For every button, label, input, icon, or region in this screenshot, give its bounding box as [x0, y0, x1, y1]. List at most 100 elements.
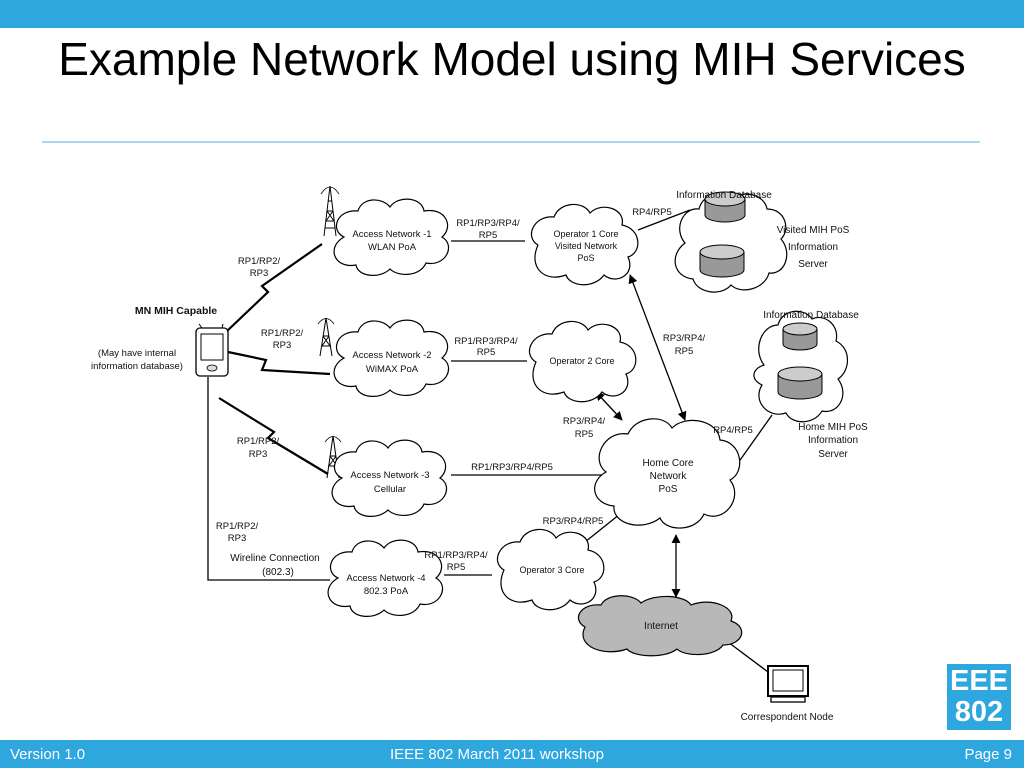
wireless-link-1 [225, 243, 323, 333]
link-internet-cn [727, 641, 769, 673]
cloud-shape [333, 198, 449, 276]
top-accent-bar [0, 0, 1024, 28]
operator-1-line1: Operator 1 Core [553, 229, 618, 239]
home-server-line3: Server [818, 449, 848, 460]
mn-note-line2: information database) [91, 361, 183, 372]
home-server-line2: Information [808, 435, 858, 446]
operator-2-core-cloud: Operator 2 Core [529, 320, 637, 403]
access-network-2-line1: Access Network -2 [352, 350, 431, 361]
label-an4-op3-line1: RP1/RP3/RP4/ [424, 550, 488, 561]
mn-note-line1: (May have internal [98, 348, 176, 359]
label-an2-op2-line2: RP5 [477, 347, 495, 358]
cloud-shape [529, 320, 637, 403]
home-db-label: Information Database [763, 310, 859, 321]
label-op2-home-line2: RP5 [575, 429, 593, 440]
visited-server-line3: Server [798, 259, 828, 270]
operator-1-line2: Visited Network [555, 241, 618, 251]
label-home-hdb: RP4/RP5 [713, 425, 753, 436]
label-mn-an3-line2: RP3 [249, 449, 267, 460]
label-mn-an2-line1: RP1/RP2/ [261, 328, 304, 339]
label-op3-home: RP3/RP4/RP5 [543, 516, 604, 527]
wireline-line1: Wireline Connection [230, 553, 320, 564]
operator-2-line1: Operator 2 Core [549, 356, 614, 366]
cloud-shape [333, 319, 449, 397]
access-network-4-cloud: Access Network -4 802.3 PoA [327, 539, 443, 617]
home-core-line3: PoS [659, 484, 678, 495]
visited-server-line1: Visited MIH PoS [777, 225, 850, 236]
internet-label: Internet [644, 621, 678, 632]
label-mn-an1-line2: RP3 [250, 268, 268, 279]
title-divider [42, 141, 980, 143]
home-core-line1: Home Core [642, 458, 694, 469]
cloud-shape [594, 418, 741, 529]
access-network-3-cloud: Access Network -3 Cellular [331, 439, 447, 517]
link-wireline [207, 377, 330, 581]
visited-db-label: Information Database [676, 190, 772, 201]
operator-1-core-cloud: Operator 1 Core Visited Network PoS [531, 203, 639, 286]
access-network-4-line2: 802.3 PoA [364, 586, 409, 597]
cloud-shape [327, 539, 443, 617]
cloud-shape [497, 528, 605, 611]
wireless-link-3 [218, 397, 329, 475]
label-mn-an1-line1: RP1/RP2/ [238, 256, 281, 267]
label-op1-home-line1: RP3/RP4/ [663, 333, 706, 344]
label-mn-an2-line2: RP3 [273, 340, 291, 351]
label-an2-op2-line1: RP1/RP3/RP4/ [454, 336, 518, 347]
logo-line-1: EEE [949, 665, 1009, 697]
operator-1-line3: PoS [577, 253, 594, 263]
footer-version: Version 1.0 [10, 746, 86, 763]
internet-cloud: Internet [578, 595, 743, 657]
label-op2-home-line1: RP3/RP4/ [563, 416, 606, 427]
label-an1-op1-line2: RP5 [479, 230, 497, 241]
wireline-line2: (802.3) [262, 567, 294, 578]
label-mn-an3-line1: RP1/RP2/ [237, 436, 280, 447]
cloud-shape [331, 439, 447, 517]
access-network-3-line1: Access Network -3 [350, 470, 429, 481]
database-icon [704, 191, 746, 223]
link-labels: RP1/RP2/ RP3 RP1/RP2/ RP3 RP1/RP2/ RP3 R… [216, 207, 753, 578]
wireless-link-2 [227, 350, 331, 376]
mn-label: MN MIH Capable [135, 305, 217, 317]
antenna-tower-icon [324, 435, 342, 479]
access-network-1-cloud: Access Network -1 WLAN PoA [333, 198, 449, 276]
database-icon [699, 244, 745, 278]
access-network-2-line2: WiMAX PoA [366, 364, 419, 375]
ieee-802-logo: EEE 802 [947, 664, 1011, 730]
correspondent-node-label: Correspondent Node [741, 712, 834, 723]
slide-title: Example Network Model using MIH Services [0, 33, 1024, 86]
operator-3-line1: Operator 3 Core [519, 565, 584, 575]
label-an1-op1-line1: RP1/RP3/RP4/ [456, 218, 520, 229]
home-core-network-cloud: Home Core Network PoS [594, 418, 741, 529]
footer-bar: Version 1.0 IEEE 802 March 2011 workshop… [0, 740, 1024, 768]
database-icon [782, 322, 818, 351]
operator-3-core-cloud: Operator 3 Core [497, 528, 605, 611]
mobile-device-icon [195, 323, 229, 377]
label-an4-op3-line2: RP5 [447, 562, 465, 573]
link-op1-vdb [637, 209, 691, 231]
antenna-tower-icon [320, 185, 340, 237]
home-core-line2: Network [650, 471, 688, 482]
logo-line-2: 802 [954, 696, 1004, 728]
footer-event: IEEE 802 March 2011 workshop [390, 746, 605, 763]
access-network-1-line2: WLAN PoA [368, 242, 417, 253]
cloud-shape [578, 595, 743, 657]
link-op1-home [628, 274, 687, 421]
computer-icon [767, 665, 809, 703]
antenna-tower-icon [317, 317, 335, 357]
label-mn-an4-line2: RP3 [228, 533, 246, 544]
wireless-links [218, 243, 331, 475]
access-network-3-line2: Cellular [374, 484, 406, 495]
link-op2-home [595, 391, 623, 421]
cloud-shape [531, 203, 639, 286]
database-icon [777, 366, 823, 400]
label-mn-an4-line1: RP1/RP2/ [216, 521, 259, 532]
slide-title-text: Example Network Model using MIH Services [58, 33, 966, 85]
home-server-line1: Home MIH PoS [798, 422, 868, 433]
access-network-1-line1: Access Network -1 [352, 229, 431, 240]
access-network-4-line1: Access Network -4 [346, 573, 425, 584]
footer-page: Page 9 [964, 746, 1012, 763]
label-an3-home: RP1/RP3/RP4/RP5 [471, 462, 553, 473]
label-op1-vdb: RP4/RP5 [632, 207, 672, 218]
access-network-2-cloud: Access Network -2 WiMAX PoA [333, 319, 449, 397]
